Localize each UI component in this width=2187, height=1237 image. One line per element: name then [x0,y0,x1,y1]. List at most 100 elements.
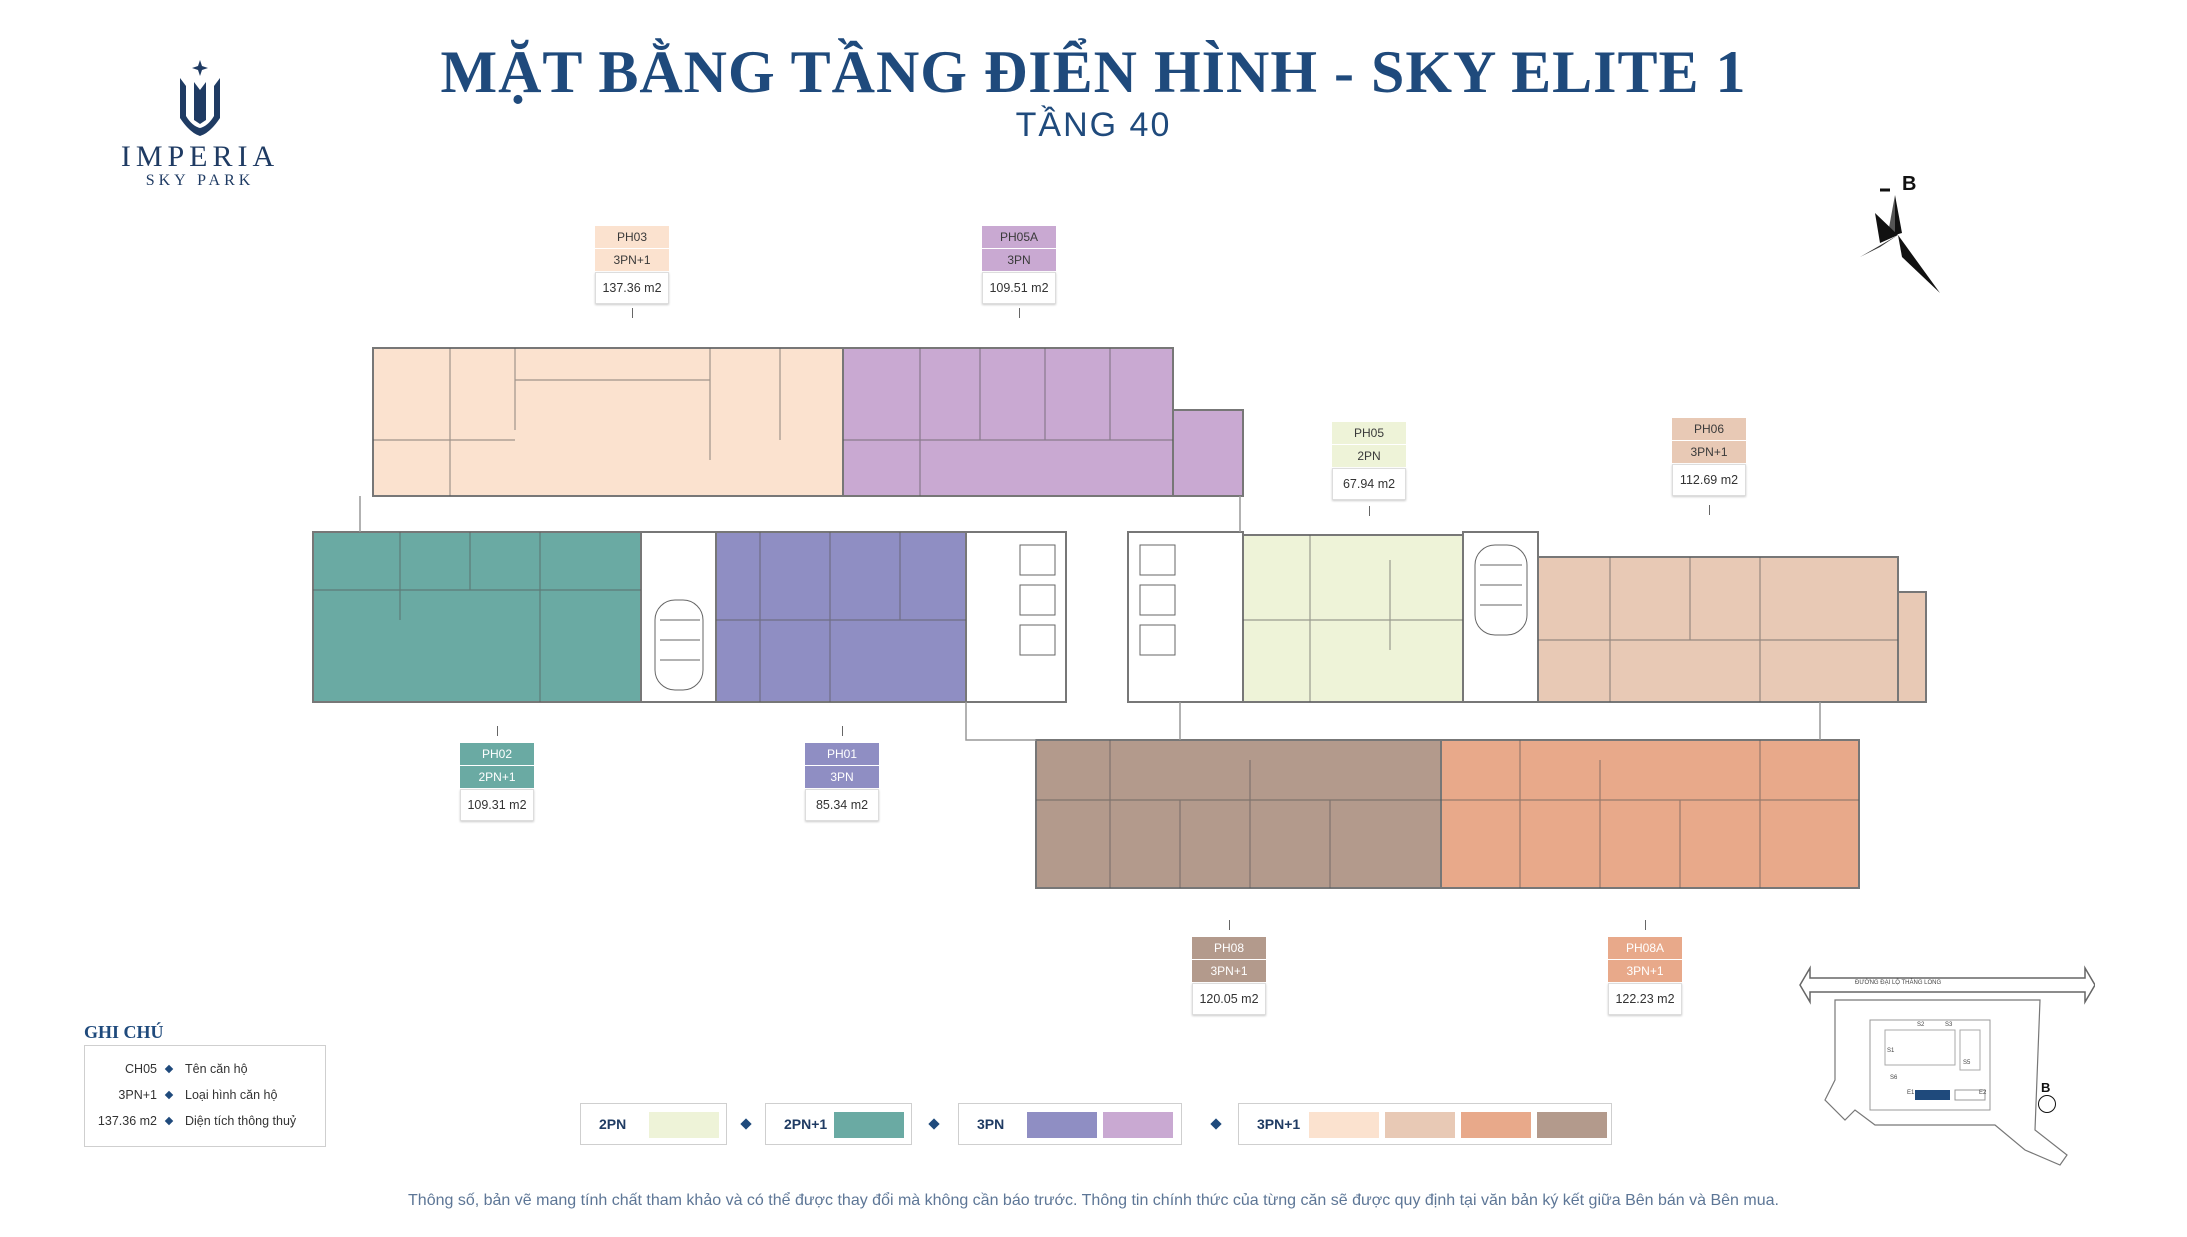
legend-label: 2PN [599,1116,627,1132]
site-north-label: B [2041,1080,2051,1095]
site-block-label: E2 [1979,1090,1987,1096]
leader-line [842,726,843,736]
site-block-label: S6 [1890,1075,1898,1081]
unit-type: 3PN [805,766,879,789]
diamond-bullet-icon [164,1064,174,1074]
unit-type: 3PN+1 [595,249,669,272]
logo-name: IMPERIA [120,140,280,173]
unit-tag-ph01: PH01 3PN 85.34 m2 [805,743,879,821]
legend-swatch [834,1112,904,1138]
site-plan-map [1799,965,2096,1166]
legend-swatch [1461,1112,1531,1138]
leader-line [1369,506,1370,516]
unit-area: 112.69 m2 [1672,464,1746,496]
unit-ph02-plan [312,531,642,703]
notes-row: 3PN+1 Loại hình căn hộ [85,1084,325,1106]
unit-tag-ph08a: PH08A 3PN+1 122.23 m2 [1608,937,1682,1015]
compass: B [1840,173,1950,295]
notes-box: CH05 Tên căn hộ 3PN+1 Loại hình căn hộ 1… [84,1045,326,1147]
notes-title: GHI CHÚ [84,1022,164,1042]
floor-subtitle: TẦNG 40 [1015,106,1172,144]
notes-code: 137.36 m2 [97,1114,157,1128]
unit-tag-ph08: PH08 3PN+1 120.05 m2 [1192,937,1266,1015]
legend-3pn: 3PN [958,1103,1182,1145]
site-block-label: S5 [1963,1060,1971,1066]
unit-name: PH02 [460,743,534,766]
legend-2pn1: 2PN+1 [765,1103,912,1145]
unit-ph03-plan [372,347,844,497]
unit-type: 3PN+1 [1608,960,1682,983]
unit-area: 67.94 m2 [1332,468,1406,500]
unit-ph05a-plan [842,347,1174,497]
site-road-label: ĐƯỜNG ĐẠI LỘ THĂNG LONG [1855,980,1942,986]
unit-area: 120.05 m2 [1192,983,1266,1015]
unit-type: 3PN [982,249,1056,272]
leader-line [1645,920,1646,930]
unit-ph05-plan [1242,534,1464,703]
stair-core-left [640,531,717,703]
leader-line [632,308,633,318]
logo-emblem-icon [180,60,220,136]
legend-2pn: 2PN [580,1103,727,1145]
unit-type: 2PN [1332,445,1406,468]
legend-swatch [1385,1112,1455,1138]
unit-name: PH05A [982,226,1056,249]
unit-name: PH08 [1192,937,1266,960]
legend-label: 2PN+1 [784,1116,828,1132]
diamond-bullet-icon [164,1090,174,1100]
unit-ph06-plan [1537,556,1899,703]
unit-area: 85.34 m2 [805,789,879,821]
logo-sub: SKY PARK [145,172,255,189]
legend-swatch [1027,1112,1097,1138]
unit-type: 3PN+1 [1672,441,1746,464]
unit-tag-ph03: PH03 3PN+1 137.36 m2 [595,226,669,304]
lift-core-left [965,531,1067,703]
unit-name: PH08A [1608,937,1682,960]
legend-label: 3PN [977,1116,1005,1132]
notes-desc: Diện tích thông thuỷ [185,1114,297,1128]
imperia-logo [150,58,250,138]
site-block-label: S1 [1887,1048,1895,1054]
legend-swatch [1537,1112,1607,1138]
legend-label: 3PN+1 [1257,1116,1301,1132]
unit-tag-ph05a: PH05A 3PN 109.51 m2 [982,226,1056,304]
disclaimer: Thông số, bản vẽ mang tính chất tham khả… [408,1192,1779,1209]
unit-name: PH01 [805,743,879,766]
notes-code: CH05 [125,1062,157,1076]
leader-line [1019,308,1020,318]
notes-desc: Loại hình căn hộ [185,1088,278,1102]
unit-ph01-plan [715,531,967,703]
unit-type: 2PN+1 [460,766,534,789]
unit-area: 109.51 m2 [982,272,1056,304]
compass-label: B [1902,173,1917,195]
unit-ph05a-balcony [1172,409,1244,497]
site-plan: ĐƯỜNG ĐẠI LỘ THĂNG LONG S1 S2 S3 S5 S6 E… [1795,960,2096,1170]
unit-tag-ph05: PH05 2PN 67.94 m2 [1332,422,1406,500]
unit-area: 109.31 m2 [460,789,534,821]
unit-ph06-balcony [1897,591,1927,703]
notes-desc: Tên căn hộ [185,1062,248,1076]
leader-line [497,726,498,736]
unit-ph08-plan [1035,739,1442,889]
site-block-label: E1 [1907,1090,1915,1096]
page-title: MẶT BẰNG TẦNG ĐIỂN HÌNH - SKY ELITE 1 [440,39,1747,105]
unit-tag-ph02: PH02 2PN+1 109.31 m2 [460,743,534,821]
notes-row: 137.36 m2 Diện tích thông thuỷ [85,1110,325,1132]
compass-rose-icon [1860,188,1940,293]
site-block-label: S2 [1917,1022,1925,1028]
legend-swatch [649,1112,719,1138]
unit-type: 3PN+1 [1192,960,1266,983]
diamond-bullet-icon [164,1116,174,1126]
unit-name: PH03 [595,226,669,249]
unit-tag-ph06: PH06 3PN+1 112.69 m2 [1672,418,1746,496]
legend-3pn1: 3PN+1 [1238,1103,1612,1145]
unit-ph08a-plan [1440,739,1860,889]
lift-core-right [1127,531,1244,703]
notes-row: CH05 Tên căn hộ [85,1058,325,1080]
unit-area: 122.23 m2 [1608,983,1682,1015]
leader-line [1709,505,1710,515]
legend-swatch [1309,1112,1379,1138]
unit-name: PH06 [1672,418,1746,441]
unit-area: 137.36 m2 [595,272,669,304]
